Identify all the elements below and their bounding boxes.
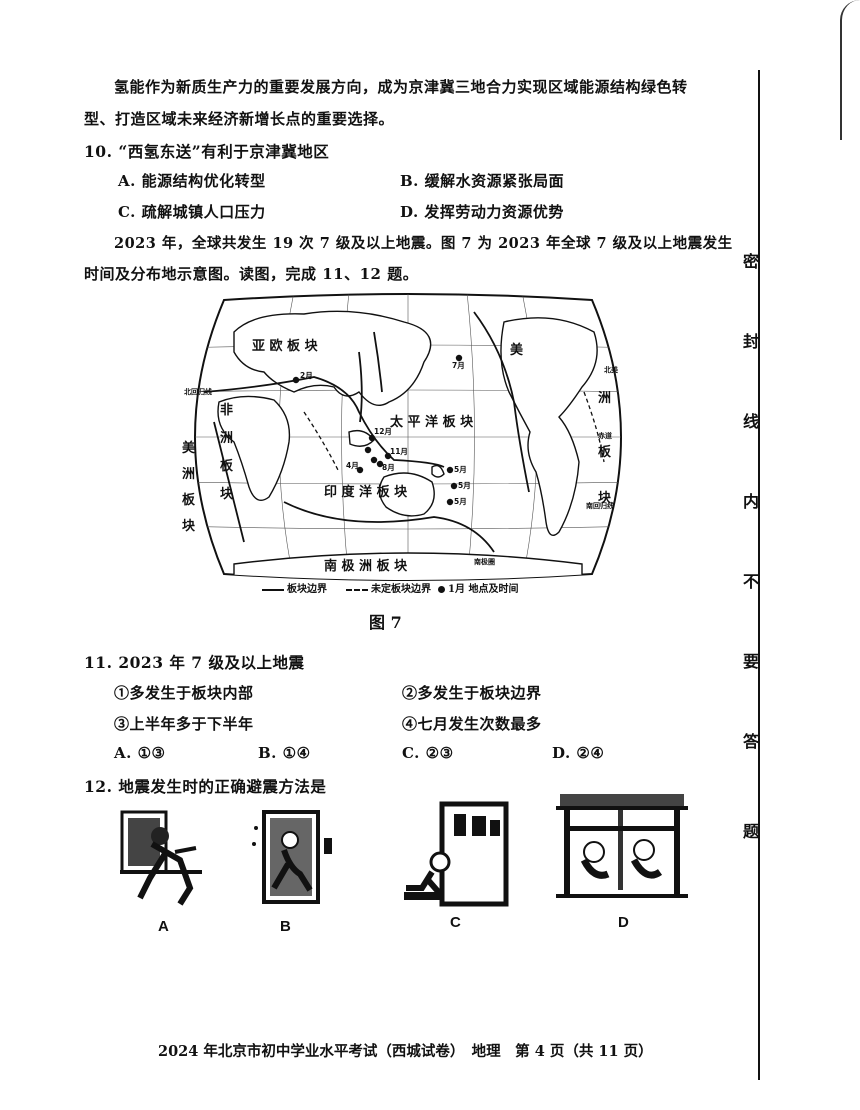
q11-option-c[interactable]: C. ②③: [402, 744, 454, 762]
label-tropic-north: 北回归线: [184, 387, 212, 396]
label-american-left-1: 美: [182, 440, 196, 456]
legend-dashed-line: [346, 588, 368, 591]
binding-char-4: 内: [742, 492, 759, 511]
label-american-left-3: 板: [182, 492, 196, 508]
plate-boundaries: [203, 311, 530, 553]
q10-option-d[interactable]: D. 发挥劳动力资源优势: [400, 203, 564, 221]
quake-label-5: 8月: [382, 463, 395, 472]
page-footer: 2024 年北京市初中学业水平考试（西城试卷） 地理 第 4 页（共 11 页）: [158, 1043, 653, 1060]
picture-c-furniture[interactable]: [402, 800, 512, 910]
label-antarctic-circle: 南极圈: [474, 557, 495, 566]
q11-title: 11. 2023 年 7 级及以上地震: [84, 653, 305, 672]
quake-label-1: 2月: [300, 371, 313, 380]
quake-label-9: 5月: [454, 497, 467, 506]
intro-line-2: 型、打造区域未来经济新增长点的重要选择。: [84, 110, 395, 128]
quake-label-3: 12月: [374, 427, 392, 436]
legend-boundary: 板块边界: [262, 580, 327, 595]
label-african-2: 洲: [220, 431, 233, 446]
label-north-america: 北美: [604, 365, 619, 374]
quake-label-8: 5月: [458, 481, 471, 490]
picture-d-under-desk[interactable]: [556, 790, 688, 900]
legend-solid-line: [262, 588, 284, 591]
picture-b-elevator[interactable]: [250, 808, 340, 908]
picture-d-label: D: [618, 914, 629, 931]
label-african-1: 非: [220, 402, 233, 418]
q11-statement-4: ④七月发生次数最多: [402, 715, 542, 733]
q10-option-b[interactable]: B. 缓解水资源紧张局面: [400, 172, 565, 190]
q10-option-a[interactable]: A. 能源结构优化转型: [118, 172, 266, 190]
picture-a-jump-window[interactable]: [120, 808, 202, 908]
q11-option-b[interactable]: B. ①④: [258, 744, 311, 762]
binding-line: [758, 70, 760, 1080]
picture-b-label: B: [280, 918, 291, 935]
binding-char-2: 封: [742, 332, 759, 351]
page-corner-curl: [840, 0, 860, 140]
label-african-4: 块: [220, 486, 234, 502]
quake-label-4: 4月: [346, 461, 359, 470]
q11-statement-2: ②多发生于板块边界: [402, 684, 542, 702]
q10-option-c[interactable]: C. 疏解城镇人口压力: [118, 203, 266, 221]
binding-char-3: 线: [742, 412, 759, 431]
picture-c-label: C: [450, 914, 461, 931]
label-american-right-2: 板: [598, 444, 612, 460]
label-equator: 赤道: [598, 431, 612, 440]
label-american-left-2: 洲: [182, 467, 195, 482]
binding-char-5: 不: [742, 572, 759, 591]
label-tropic-south: 南回归线: [586, 501, 614, 510]
binding-char-1: 密: [742, 252, 759, 271]
intro-line-1: 氢能作为新质生产力的重要发展方向，成为京津冀三地合力实现区域能源结构绿色转: [114, 78, 688, 96]
label-american-top: 美: [510, 342, 524, 358]
legend-undetermined: 未定板块边界: [346, 580, 431, 595]
q11-statement-3: ③上半年多于下半年: [114, 715, 254, 733]
label-eurasian-plate: 亚 欧 板 块: [252, 338, 319, 354]
q11-option-a[interactable]: A. ①③: [114, 744, 166, 762]
figure-label: 图 7: [369, 613, 402, 632]
binding-char-7: 答: [742, 732, 759, 751]
world-plate-map: 亚 欧 板 块 非 洲 板 块 美 洲 板 块 太 平 洋 板 块 印 度 洋 …: [182, 293, 622, 581]
earthquake-points: [292, 354, 463, 506]
picture-a-label: A: [158, 918, 169, 935]
passage-line-1: 2023 年，全球共发生 19 次 7 级及以上地震。图 7 为 2023 年全…: [114, 235, 733, 252]
label-antarctic-plate: 南 极 洲 板 块: [324, 558, 408, 574]
label-american-left-4: 块: [182, 518, 196, 534]
label-african-3: 板: [220, 458, 234, 474]
passage-line-2: 时间及分布地示意图。读图，完成 11、12 题。: [84, 265, 419, 283]
quake-label-7: 5月: [454, 465, 467, 474]
label-indian-plate: 印 度 洋 板 块: [324, 484, 408, 500]
label-pacific-plate: 太 平 洋 板 块: [389, 414, 474, 430]
q11-statement-1: ①多发生于板块内部: [114, 684, 254, 702]
q11-option-d[interactable]: D. ②④: [552, 744, 605, 762]
q12-title: 12. 地震发生时的正确避震方法是: [84, 777, 327, 796]
binding-char-6: 要: [742, 652, 759, 671]
q10-title: 10. “西氢东送”有利于京津冀地区: [84, 142, 330, 161]
quake-label-2: 7月: [452, 361, 465, 370]
legend-point: 1月 地点及时间: [438, 580, 518, 595]
legend-dot: [438, 586, 445, 593]
undetermined-boundaries: [303, 391, 605, 473]
quake-label-6: 11月: [390, 447, 408, 456]
label-american-right-3: 块: [598, 490, 612, 506]
binding-char-8: 题: [742, 822, 759, 841]
label-american-right-1: 洲: [598, 391, 611, 406]
